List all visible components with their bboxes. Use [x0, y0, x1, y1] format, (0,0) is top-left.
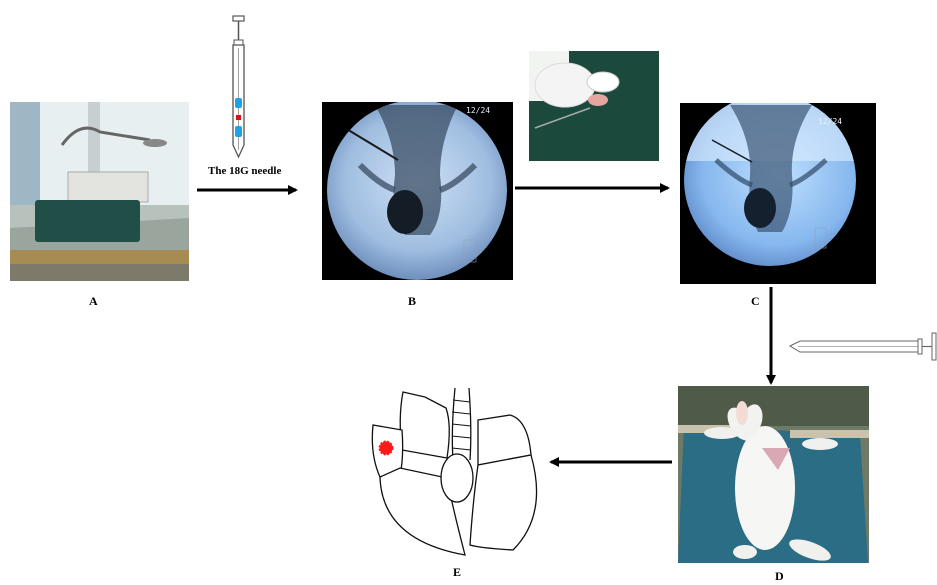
svg-text:12/24: 12/24 — [818, 117, 842, 126]
photo-a-fluoroscopy-room — [10, 102, 189, 281]
trachea-right-edge — [469, 388, 471, 460]
pelvis-shadow — [387, 190, 423, 234]
photo-needle-insertion — [529, 51, 659, 161]
panel-label-c: C — [751, 294, 760, 309]
rabbit-body — [735, 426, 795, 550]
left-lower-lobe — [470, 455, 537, 550]
xray-c-fluoroscopy: 12/24 — [680, 103, 876, 284]
heart — [441, 454, 473, 502]
tracheal-rings — [452, 400, 471, 450]
xray-b-fluoroscopy: 12/24 — [322, 102, 513, 280]
needle-marker-blue-top — [235, 98, 242, 108]
panel-label-b: B — [408, 294, 416, 309]
photo-d-rabbit — [678, 386, 869, 565]
panel-label-a: A — [89, 294, 98, 309]
needle-horizontal-icon — [790, 333, 936, 360]
needle-18g-icon — [233, 16, 244, 157]
panel-label-e: E — [453, 565, 461, 580]
needle-marker-blue-bottom — [235, 126, 242, 137]
needle-label: The 18G needle — [208, 165, 281, 177]
needle-marker-red — [236, 115, 241, 120]
lung-schematic — [372, 388, 536, 555]
surgical-drape — [35, 200, 140, 242]
lesion-marker — [380, 442, 393, 455]
panel-label-d: D — [775, 569, 784, 584]
right-upper-lobe — [400, 392, 449, 458]
svg-text:12/24: 12/24 — [466, 106, 490, 115]
